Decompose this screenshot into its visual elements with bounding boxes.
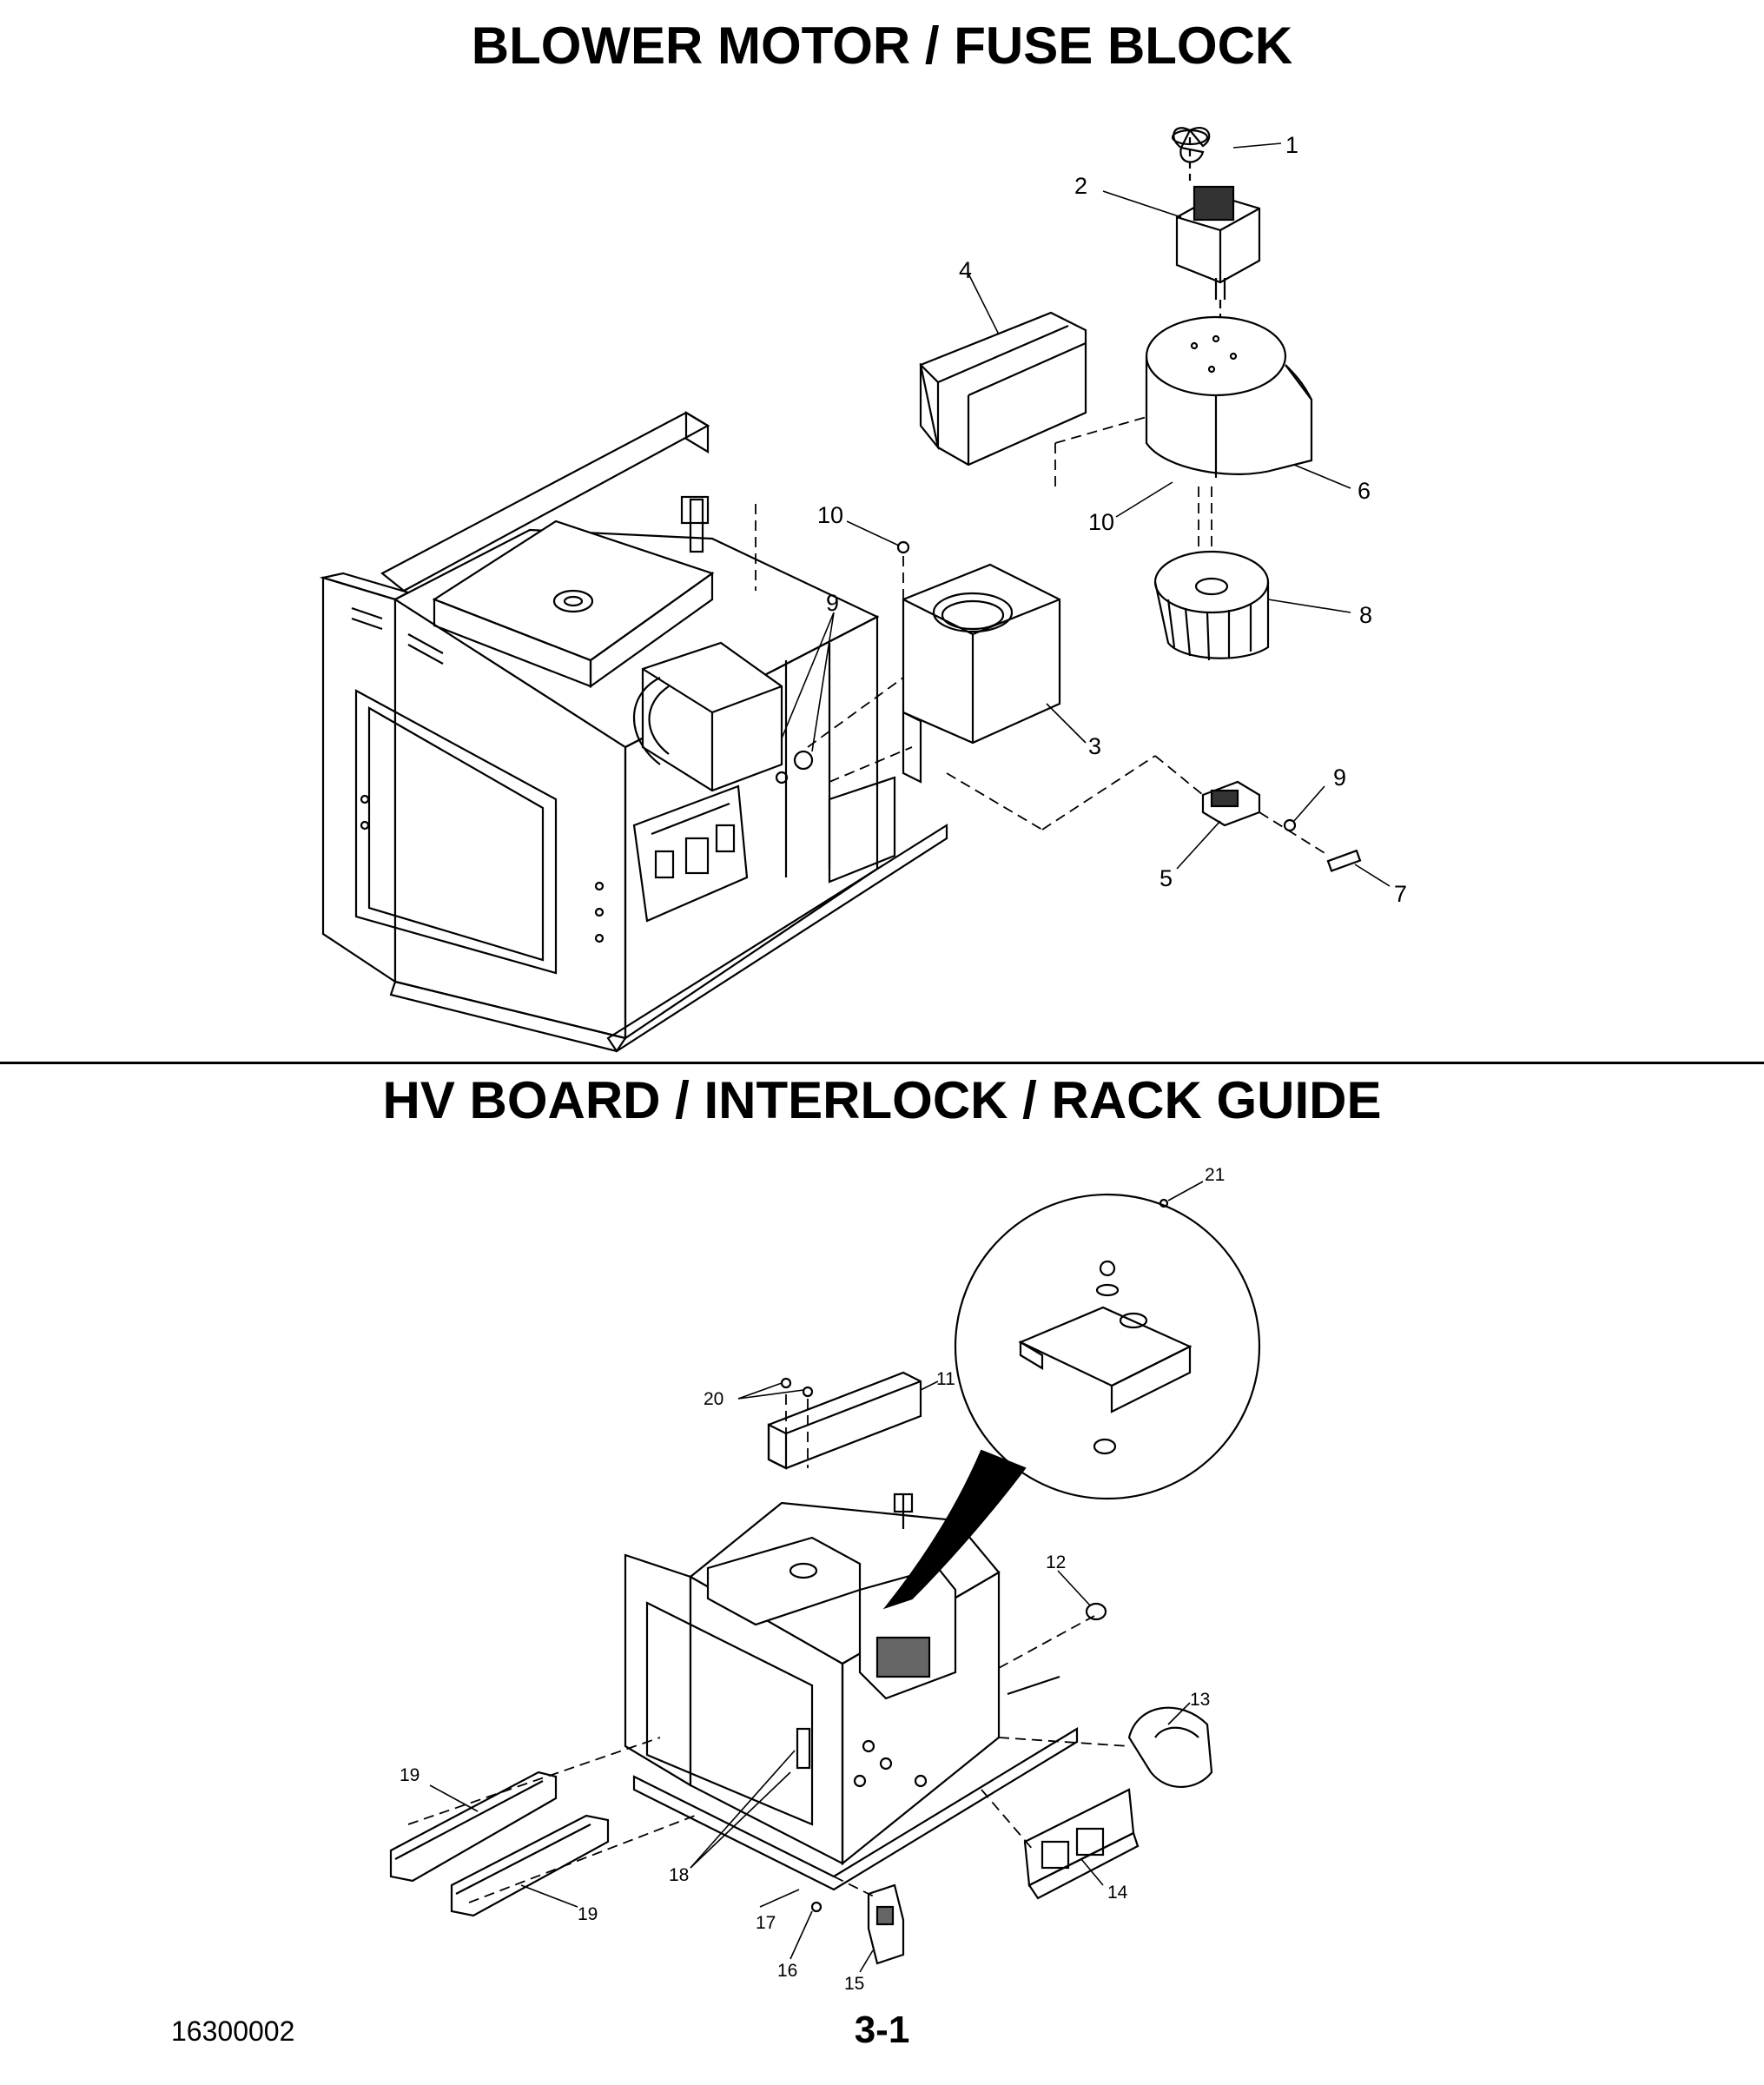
callout-16: 16	[777, 1961, 797, 1981]
part-9-screw-fuse-block	[1283, 818, 1297, 832]
callout-leaders-top	[781, 142, 1391, 887]
exploded-guide-lines-top	[755, 416, 1330, 857]
callout-leaders-bottom	[429, 1181, 1204, 1973]
section-title-blower-motor-fuse-block: BLOWER MOTOR / FUSE BLOCK	[471, 17, 1293, 75]
callout-11: 11	[936, 1369, 955, 1389]
part-13-switch-housing	[1127, 1706, 1213, 1788]
part-16-screw	[810, 1901, 823, 1913]
section-divider	[0, 1062, 1764, 1064]
part-11-upper-duct	[767, 1371, 922, 1470]
callout-19-a: 19	[400, 1765, 420, 1785]
part-6-blower-housing	[1145, 315, 1313, 478]
callout-4: 4	[959, 257, 972, 283]
detail-magnifier-circle	[882, 1193, 1261, 1610]
section-title-hv-board-interlock-rack-guide: HV BOARD / INTERLOCK / RACK GUIDE	[382, 1071, 1382, 1129]
part-14-hv-board	[1023, 1788, 1140, 1900]
callout-9-a: 9	[826, 590, 839, 616]
part-21-screw	[1159, 1198, 1169, 1208]
callout-19-b: 19	[578, 1904, 598, 1924]
part-20-screw-a	[780, 1377, 792, 1389]
page-number: 3-1	[854, 2009, 910, 2051]
callout-numbers-bottom: 21 20 11 12 13 19 18 19 17 16 15 14	[400, 1165, 1225, 1994]
part-19-rack-guide-left	[389, 1771, 558, 1883]
callout-8: 8	[1359, 602, 1372, 628]
callout-13: 13	[1190, 1690, 1210, 1710]
part-3-duct-housing	[902, 563, 1061, 784]
callout-numbers-top: 1 2 4 10 10 9 3 6 8 9 5 7	[817, 132, 1407, 907]
callout-17: 17	[756, 1913, 776, 1933]
oven-cavity-frame-bottom	[624, 1493, 1079, 1891]
part-4-duct-cover	[919, 311, 1087, 467]
callout-6: 6	[1358, 478, 1371, 504]
part-8-blower-wheel	[1153, 550, 1270, 661]
callout-10-a: 10	[817, 502, 843, 528]
callout-12: 12	[1046, 1552, 1066, 1572]
callout-1: 1	[1285, 132, 1298, 158]
part-10-screw	[896, 540, 910, 554]
document-number: 16300002	[171, 2016, 295, 2047]
part-7-fuse	[1326, 849, 1362, 872]
part-18-bracket	[796, 1727, 811, 1770]
callout-15: 15	[844, 1974, 864, 1994]
callout-3: 3	[1088, 733, 1101, 759]
callout-9-b: 9	[1333, 764, 1346, 791]
part-15-interlock-switch	[867, 1883, 905, 1965]
callout-18: 18	[669, 1865, 689, 1885]
part-19-rack-guide-right	[450, 1814, 610, 1917]
part-5-fuse-block	[1201, 780, 1261, 827]
callout-7: 7	[1394, 881, 1407, 907]
part-12-grommet	[1085, 1602, 1107, 1621]
callout-21: 21	[1205, 1165, 1225, 1185]
callout-20: 20	[704, 1389, 723, 1409]
part-20-screw-b	[802, 1386, 814, 1398]
part-1-fan-blade	[1171, 127, 1211, 182]
callout-10-b: 10	[1088, 509, 1114, 535]
exploded-guide-lines-bottom	[407, 1394, 1130, 1903]
callout-14: 14	[1107, 1883, 1128, 1903]
callout-5: 5	[1159, 865, 1173, 891]
part-2-blower-motor	[1175, 185, 1261, 348]
oven-cavity-frame-top	[319, 411, 948, 1053]
callout-2: 2	[1074, 173, 1087, 199]
